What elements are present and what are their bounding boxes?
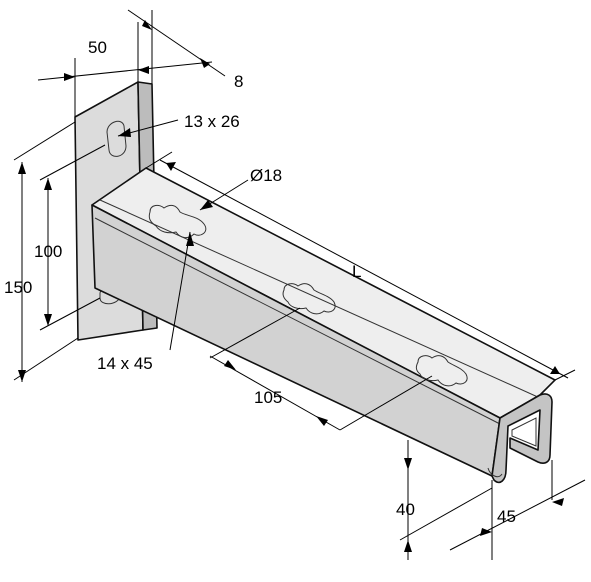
label-outer-height: 150	[4, 278, 32, 297]
label-inner-height: 100	[34, 242, 62, 261]
label-profile-height: 40	[396, 500, 415, 519]
plate-slot-upper	[106, 120, 127, 157]
dimension-labels: 50 8 13 x 26 Ø18 100 150 L 14 x 45 105 4…	[4, 38, 516, 526]
label-slot-pitch: 105	[254, 388, 282, 407]
arm-end-profile	[491, 393, 553, 484]
arm-slot-1	[148, 204, 207, 239]
arm-slot-2	[282, 283, 336, 315]
dimension-lines	[13, 9, 586, 560]
label-flange-width: 50	[88, 38, 107, 57]
arm-slot-3	[415, 355, 468, 387]
label-profile-width: 45	[497, 507, 516, 526]
channel-arm	[91, 167, 556, 484]
label-length: L	[352, 262, 361, 281]
label-slot-plate: 13 x 26	[184, 112, 240, 131]
label-plate-thickness: 8	[234, 72, 243, 91]
label-slot-arm: 14 x 45	[97, 354, 153, 373]
label-hole-diameter: Ø18	[250, 166, 282, 185]
